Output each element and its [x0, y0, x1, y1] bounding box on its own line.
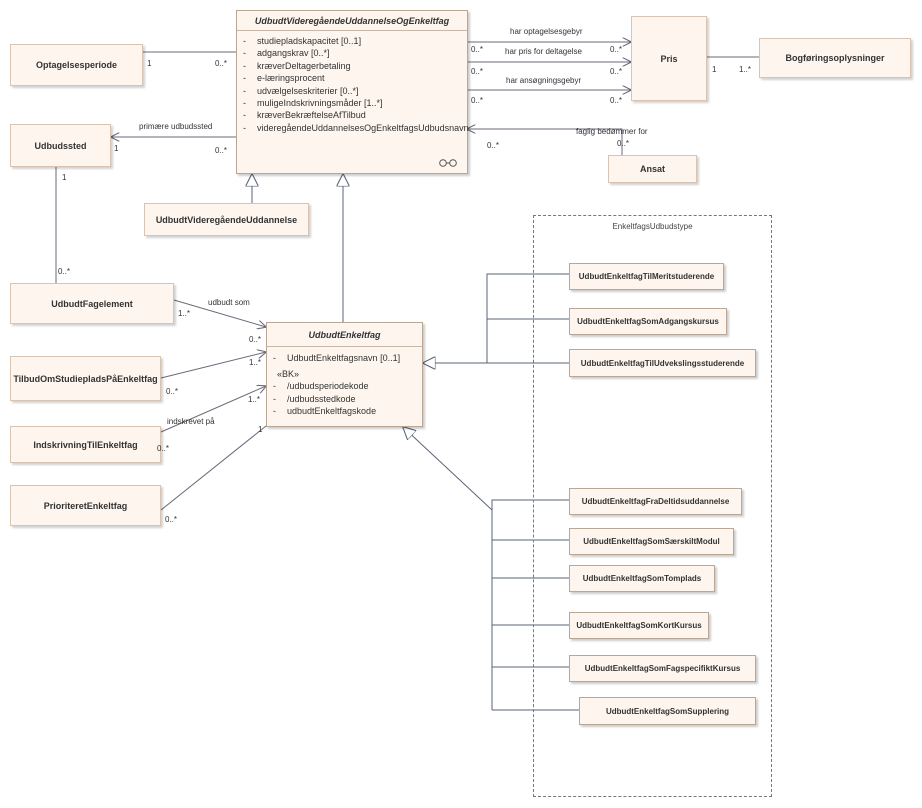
multiplicity: 0..*	[617, 139, 630, 148]
enkeltfags-udbudstype-package: EnkeltfagsUdbudstype	[533, 215, 772, 797]
multiplicity: 0..*	[471, 45, 484, 54]
label-har-optagelsesgebyr: har optagelsesgebyr	[510, 27, 583, 36]
subtype-box[interactable]: UdbudtEnkeltfagSomSærskiltModul	[569, 528, 734, 555]
subtype-box[interactable]: UdbudtEnkeltfagTilMeritstuderende	[569, 263, 724, 290]
attribute: videregåendeUddannelsesOgEnkeltfagsUdbud…	[237, 122, 469, 135]
indskrivning-box[interactable]: IndskrivningTilEnkeltfag	[10, 426, 161, 463]
attribute: kræverDeltagerbetaling	[237, 60, 467, 73]
attribute: muligeIndskrivningsmåder [1..*]	[237, 97, 467, 110]
key-attribute: /udbudsperiodekode	[267, 380, 422, 393]
multiplicity: 0..*	[166, 387, 179, 396]
multiplicity: 1..*	[248, 395, 261, 404]
subtype-box[interactable]: UdbudtEnkeltfagSomKortKursus	[569, 612, 709, 639]
multiplicity: 1	[258, 425, 263, 434]
multiplicity: 1	[62, 173, 67, 182]
stereotype-label: «BK»	[277, 369, 300, 380]
package-title: EnkeltfagsUdbudstype	[612, 222, 693, 231]
main-class-box[interactable]: UdbudtVideregåendeUddannelseOgEnkeltfag …	[236, 10, 469, 174]
multiplicity: 1	[114, 144, 119, 153]
label-har-ansoegningsgebyr: har ansøgningsgebyr	[506, 76, 582, 85]
attribute: adgangskrav [0..*]	[237, 47, 467, 60]
attribute: e-læringsprocent	[237, 72, 467, 85]
multiplicity: 1	[712, 65, 717, 74]
udbudssted-box[interactable]: Udbudssted	[10, 124, 111, 167]
multiplicity: 0..*	[471, 96, 484, 105]
multiplicity: 0..*	[215, 146, 228, 155]
multiplicity: 1..*	[178, 309, 191, 318]
multiplicity: 0..*	[487, 141, 500, 150]
link-glyph-icon	[439, 159, 457, 167]
attribute: kræverBekræftelseAfTilbud	[237, 109, 467, 122]
attribute: studiepladskapacitet [0..1]	[237, 35, 467, 48]
assoc-ansat	[467, 129, 623, 155]
label-har-pris-for-deltagelse: har pris for deltagelse	[505, 47, 582, 56]
ansat-box[interactable]: Ansat	[608, 155, 697, 183]
assoc-prioriteret	[160, 425, 267, 511]
multiplicity: 1..*	[249, 358, 262, 367]
multiplicity: 0..*	[610, 45, 623, 54]
generalization-adgangskursus	[486, 318, 569, 363]
key-attribute: udbudtEnkeltfagskode	[267, 405, 422, 418]
main-class-title: UdbudtVideregåendeUddannelseOgEnkeltfag	[237, 11, 467, 31]
tilbud-box[interactable]: TilbudOmStudiepladsPåEnkeltfag	[10, 356, 161, 401]
enkeltfag-key-attributes: /udbudsperiodekode /udbudsstedkode udbud…	[267, 380, 422, 418]
main-class-attributes: studiepladskapacitet [0..1] adgangskrav …	[237, 31, 469, 135]
multiplicity: 1..*	[739, 65, 752, 74]
subtype-box[interactable]: UdbudtEnkeltfagSomTomplads	[569, 565, 715, 592]
key-attribute: /udbudsstedkode	[267, 393, 422, 406]
videregaaende-uddannelse-box[interactable]: UdbudtVideregåendeUddannelse	[144, 203, 309, 236]
subtype-box[interactable]: UdbudtEnkeltfagFraDeltidsuddannelse	[569, 488, 742, 515]
multiplicity: 0..*	[165, 515, 178, 524]
multiplicity: 1	[147, 59, 152, 68]
assoc-indskrevet	[160, 386, 266, 433]
prioriteret-box[interactable]: PrioriteretEnkeltfag	[10, 485, 161, 526]
enkeltfag-attributes: UdbudtEnkeltfagsnavn [0..1]	[267, 347, 422, 365]
attribute: udvælgelseskriterier [0..*]	[237, 85, 467, 98]
assoc-tilbud	[160, 352, 266, 379]
pris-box[interactable]: Pris	[631, 16, 707, 101]
subtype-box[interactable]: UdbudtEnkeltfagSomAdgangskursus	[569, 308, 727, 335]
label-udbudt-som: udbudt som	[208, 298, 250, 307]
subtype-box[interactable]: UdbudtEnkeltfagTilUdvekslingsstuderende	[569, 349, 756, 377]
label-indskrevet-paa: indskrevet på	[167, 417, 215, 426]
bogforingsoplysninger-box[interactable]: Bogføringsoplysninger	[759, 38, 911, 78]
label-primaere-udbudssted: primære udbudssted	[139, 122, 213, 131]
label-faglig-bedoemmer: faglig bedømmer for	[576, 127, 648, 136]
multiplicity: 0..*	[249, 335, 262, 344]
enkeltfag-class-title: UdbudtEnkeltfag	[267, 323, 422, 347]
multiplicity: 0..*	[610, 96, 623, 105]
fagelement-box[interactable]: UdbudtFagelement	[10, 283, 174, 324]
multiplicity: 0..*	[157, 444, 170, 453]
multiplicity: 0..*	[215, 59, 228, 68]
multiplicity: 0..*	[58, 267, 71, 276]
enkeltfag-class-box[interactable]: UdbudtEnkeltfag UdbudtEnkeltfagsnavn [0.…	[266, 322, 423, 427]
subtype-box[interactable]: UdbudtEnkeltfagSomSupplering	[579, 697, 756, 725]
multiplicity: 0..*	[610, 67, 623, 76]
optagelsesperiode-box[interactable]: Optagelsesperiode	[10, 44, 143, 86]
multiplicity: 0..*	[471, 67, 484, 76]
assoc-udbudt-som	[173, 299, 266, 327]
attribute: UdbudtEnkeltfagsnavn [0..1]	[267, 352, 422, 365]
subtype-box[interactable]: UdbudtEnkeltfagSomFagspecifiktKursus	[569, 655, 756, 682]
